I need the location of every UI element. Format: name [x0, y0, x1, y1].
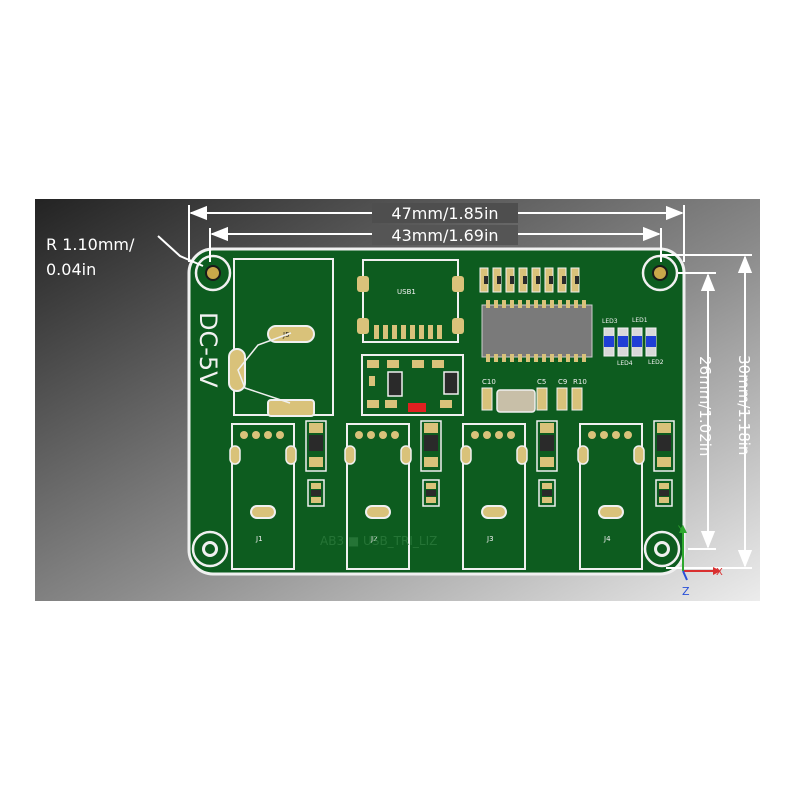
dim-outer-width: 47mm/1.85in	[391, 204, 498, 223]
dimension-labels: 47mm/1.85in 43mm/1.69in R 1.10mm/ 0.04in…	[46, 203, 753, 456]
connector-label-j1: J1	[255, 535, 263, 543]
dim-outer-height: 30mm/1.18in	[735, 355, 753, 455]
dim-hole-pitch-width: 43mm/1.69in	[391, 226, 498, 245]
connector-j2: J2	[344, 420, 442, 570]
led4-label: LED4	[617, 360, 633, 367]
pcb-board: DC-5V J5 USB1	[187, 247, 686, 576]
board-silkscreen-faint: AB3 ■ USB_TRI_LIZ	[320, 534, 437, 548]
connector-j1: J1	[229, 420, 327, 570]
c9-label: C9	[558, 378, 567, 386]
usb-connector: USB1	[357, 259, 464, 343]
led2-label: LED2	[648, 359, 664, 366]
connector-group: J1 J2 J3 J4	[229, 420, 675, 570]
dim-hole-radius-line1: R 1.10mm/	[46, 235, 135, 254]
led-group: LED3 LED1 LED4 LED2	[602, 317, 664, 367]
silkscreen-power-label: DC-5V	[194, 312, 222, 388]
c5-label: C5	[537, 378, 546, 386]
dim-hole-radius-line2: 0.04in	[46, 260, 96, 279]
regulator-block	[361, 354, 464, 416]
connector-j4: J4	[577, 420, 675, 570]
power-jack-j5: J5	[228, 258, 334, 417]
axis-z-label: Z	[682, 585, 690, 598]
crystal-and-caps: C10 C5 C9 R10	[481, 378, 587, 413]
connector-label-j4: J4	[603, 535, 611, 543]
connector-label-j2: J2	[370, 535, 378, 543]
main-ic	[481, 300, 593, 362]
axis-triad: X Y Z	[677, 525, 723, 598]
dim-hole-pitch-height: 26mm/1.02in	[696, 356, 714, 456]
connector-label-j3: J3	[486, 535, 494, 543]
led1-label: LED1	[632, 317, 648, 324]
mounting-hole-bottom-left	[191, 530, 229, 568]
axis-x-label: X	[716, 567, 723, 578]
led3-label: LED3	[602, 318, 618, 325]
resistor-array	[479, 267, 580, 293]
r10-label: R10	[573, 378, 587, 386]
c10-label: C10	[482, 378, 496, 386]
mounting-hole-top-left	[194, 254, 232, 292]
mounting-hole-bottom-right	[643, 530, 681, 568]
axis-y-label: Y	[677, 525, 684, 535]
usb1-label: USB1	[397, 288, 416, 296]
connector-j3: J3	[460, 420, 558, 570]
